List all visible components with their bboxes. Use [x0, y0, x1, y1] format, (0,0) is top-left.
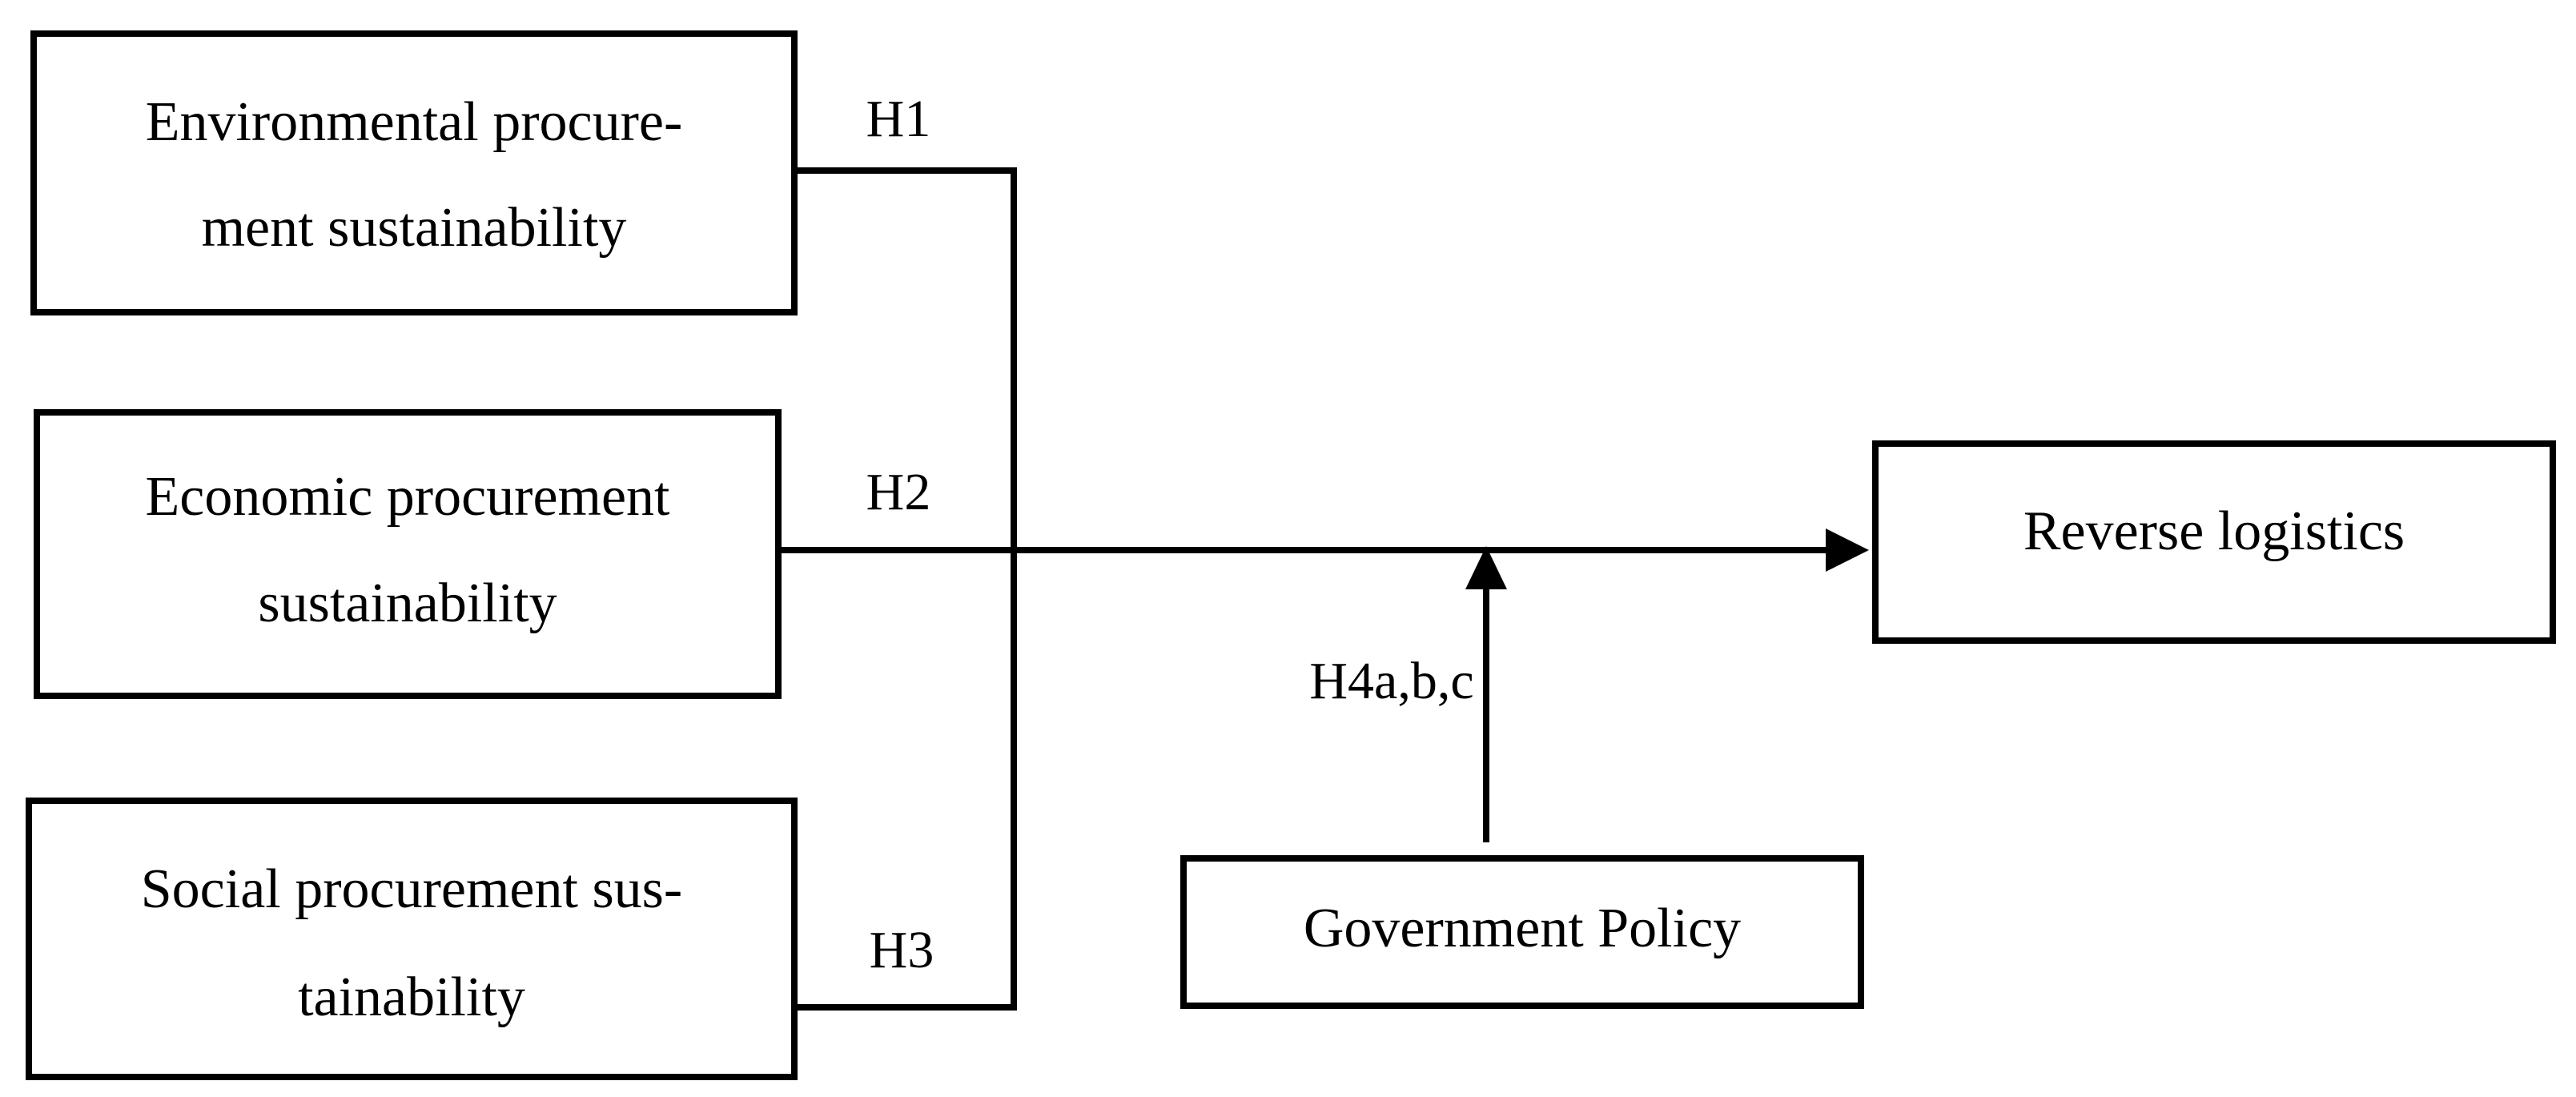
h1-connector — [794, 167, 1017, 1011]
reverse-logistics-node: Reverse logistics — [1872, 440, 2556, 644]
economic-procurement-label-line1: Economic procurement — [145, 466, 670, 528]
social-procurement-box — [26, 798, 798, 1080]
social-procurement-label-line2: tainability — [298, 966, 525, 1028]
social-procurement-node: Social procurement sus- tainability — [26, 798, 798, 1080]
social-procurement-label-line1: Social procurement sus- — [141, 858, 682, 920]
economic-procurement-label-line2: sustainability — [258, 573, 557, 634]
reverse-logistics-box — [1872, 440, 2556, 644]
reverse-logistics-label: Reverse logistics — [2023, 500, 2405, 562]
environmental-procurement-node: Environmental procure- ment sustainabili… — [30, 30, 798, 315]
economic-procurement-node: Economic procurement sustainability — [34, 409, 782, 699]
government-policy-label: Government Policy — [1304, 898, 1741, 959]
hypothesis-h1-label: H1 — [866, 90, 931, 148]
hypothesis-h4-label: H4a,b,c — [1309, 652, 1473, 710]
government-policy-box — [1180, 855, 1864, 1009]
environmental-procurement-box — [30, 30, 798, 315]
environmental-procurement-label-line2: ment sustainability — [202, 197, 627, 259]
moderation-arrowhead — [1465, 546, 1507, 589]
hypothesis-h2-label: H2 — [866, 463, 931, 521]
economic-procurement-box — [34, 409, 782, 699]
hypothesis-h3-label: H3 — [870, 921, 934, 979]
reverse-logistics-arrowhead — [1826, 528, 1869, 572]
environmental-procurement-label-line1: Environmental procure- — [146, 91, 683, 153]
government-policy-node: Government Policy — [1180, 855, 1864, 1009]
